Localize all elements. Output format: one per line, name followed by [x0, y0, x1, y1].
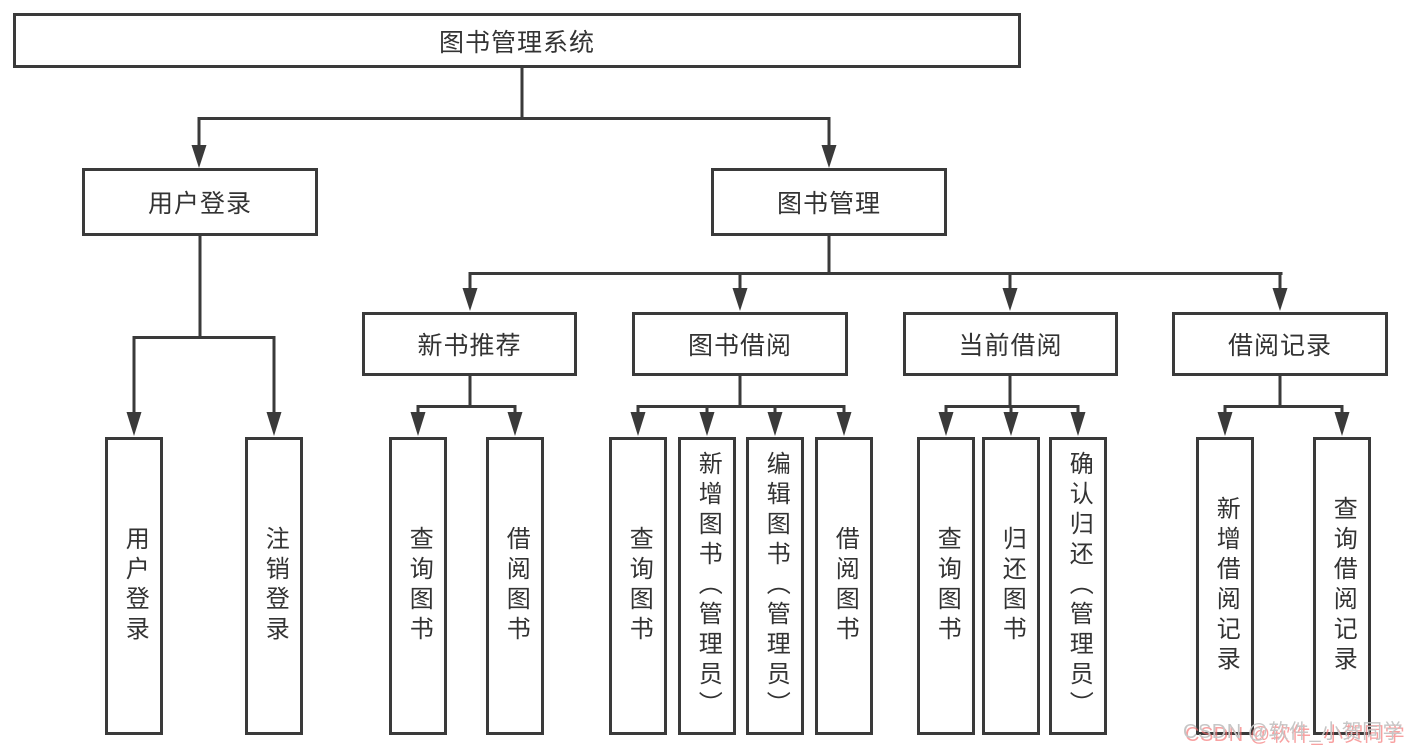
arrowhead-icon: [1334, 412, 1350, 436]
node-label: 借阅图书: [502, 526, 530, 646]
leaf-query-book-borrow: 查询图书: [609, 437, 667, 735]
leaf-logout: 注销登录: [245, 437, 303, 735]
arrowhead-icon: [699, 412, 715, 436]
arrowhead-icon: [191, 145, 207, 168]
node-label: 新书推荐: [417, 332, 522, 360]
connector-new-book-children: [410, 376, 523, 436]
arrowhead-icon: [767, 412, 783, 436]
connector-book-borrow-children: [630, 376, 852, 436]
arrowhead-icon: [462, 288, 478, 311]
arrowhead-icon: [410, 412, 426, 436]
arrowhead-icon: [1217, 412, 1233, 436]
arrowhead-icon: [507, 412, 523, 436]
node-label: 新增借阅记录: [1212, 496, 1240, 676]
node-borrow-record: 借阅记录: [1172, 312, 1388, 376]
connector-borrow-record-children: [1217, 376, 1350, 436]
node-label: 编辑图书（管理员）: [762, 451, 790, 721]
arrowhead-icon: [1002, 288, 1018, 311]
connector-book-management-children: [462, 236, 1288, 311]
leaf-query-book-recommend: 查询图书: [389, 437, 447, 735]
node-label: 确认归还（管理员）: [1065, 451, 1093, 721]
node-label: 新增图书（管理员）: [694, 451, 722, 721]
node-label: 用户登录: [147, 190, 252, 218]
node-book-management: 图书管理: [711, 168, 947, 236]
node-new-book-recommend: 新书推荐: [362, 312, 577, 376]
arrowhead-icon: [266, 412, 282, 436]
leaf-return-book: 归还图书: [982, 437, 1040, 735]
node-user-login: 用户登录: [82, 168, 318, 236]
arrowhead-icon: [630, 412, 646, 436]
arrowhead-icon: [821, 145, 837, 168]
connector-user-login-children: [126, 236, 282, 436]
node-label: 用户登录: [121, 526, 149, 646]
leaf-add-book-admin: 新增图书（管理员）: [678, 437, 736, 735]
leaf-confirm-return-admin: 确认归还（管理员）: [1049, 437, 1107, 735]
node-label: 查询图书: [933, 526, 961, 646]
leaf-borrow-book-recommend: 借阅图书: [486, 437, 544, 735]
node-label: 归还图书: [998, 526, 1026, 646]
connector-root-to-level2: [191, 68, 837, 168]
node-label: 查询图书: [405, 526, 433, 646]
node-label: 查询图书: [625, 526, 653, 646]
leaf-query-book-current: 查询图书: [917, 437, 975, 735]
node-label: 借阅记录: [1227, 332, 1332, 360]
node-label: 图书管理系统: [438, 28, 595, 57]
node-label: 查询借阅记录: [1329, 496, 1357, 676]
arrowhead-icon: [1272, 288, 1288, 311]
csdn-watermark: CSDN @软件_小贺同学: [1183, 721, 1404, 743]
leaf-borrow-book: 借阅图书: [815, 437, 873, 735]
leaf-query-borrow-record: 查询借阅记录: [1313, 437, 1371, 735]
arrowhead-icon: [938, 412, 954, 436]
node-current-borrow: 当前借阅: [903, 312, 1118, 376]
node-label: 注销登录: [261, 526, 289, 646]
connector-current-borrow-children: [938, 376, 1086, 436]
node-book-borrow: 图书借阅: [632, 312, 848, 376]
node-label: 当前借阅: [958, 332, 1063, 360]
arrowhead-icon: [126, 412, 142, 436]
arrowhead-icon: [836, 412, 852, 436]
node-label: 图书管理: [776, 190, 881, 218]
arrowhead-icon: [1003, 412, 1019, 436]
node-label: 图书借阅: [687, 332, 792, 360]
leaf-add-borrow-record: 新增借阅记录: [1196, 437, 1254, 735]
arrowhead-icon: [1070, 412, 1086, 436]
node-root-system: 图书管理系统: [13, 13, 1021, 68]
leaf-edit-book-admin: 编辑图书（管理员）: [746, 437, 804, 735]
leaf-user-login: 用户登录: [105, 437, 163, 735]
node-label: 借阅图书: [831, 526, 859, 646]
arrowhead-icon: [732, 288, 748, 311]
